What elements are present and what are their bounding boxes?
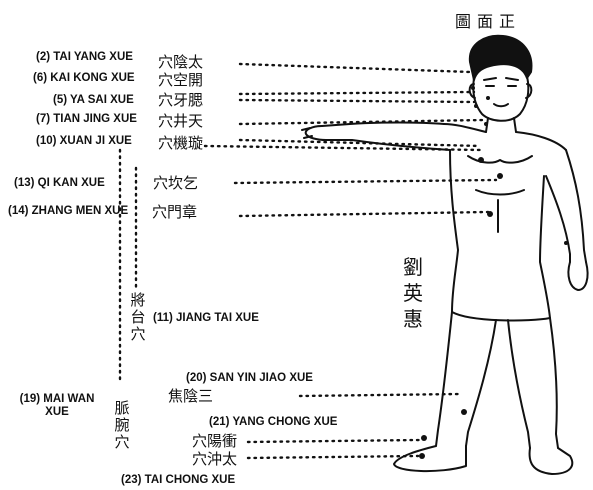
point-cjk-ya-sai: 穴牙腮 [158,91,204,109]
eyebrows [483,77,519,81]
point-cjk-zhang-men: 穴門章 [152,203,198,221]
point-label-xuan-ji: (10) XUAN JI XUE [36,135,132,147]
mouth [493,103,509,108]
arm-right-outer [565,149,587,263]
point-cjk-yang-chong: 穴陽衝 [192,432,238,450]
point-label-tai-chong: (23) TAI CHONG XUE [121,474,236,486]
hand-raised [301,125,327,141]
point-label-san-yin-jiao: (20) SAN YIN JIAO XUE [186,372,313,384]
leader-lines [118,62,498,460]
point-label-tian-jing: (7) TIAN JING XUE [36,113,137,125]
point-cjk-mai-wan: 脈腕穴 [114,399,130,451]
diagram-title: 圖面正 [455,12,522,31]
point-label-qi-kan: (13) QI KAN XUE [14,177,105,189]
arm-raised-top [321,121,445,127]
artist-signature: 劉英惠 [403,255,423,331]
arm-right-inner [545,175,571,263]
leg-right-outer [549,317,559,449]
leg-left-outer [435,311,453,447]
point-label-kai-kong: (6) KAI KONG XUE [33,72,135,84]
foot-right [528,447,574,475]
point-cjk-kai-kong: 穴空開 [158,71,204,89]
point-cjk-san-yin-jiao: 焦陰三 [168,387,214,405]
point-label-yang-chong: (21) YANG CHONG XUE [209,416,338,428]
leg-right-inner [507,319,531,449]
point-cjk-tai-yang: 穴陰太 [158,53,204,71]
shoulder-left [443,123,487,133]
point-label-tai-yang: (2) TAI YANG XUE [36,51,133,63]
abdomen [475,189,525,233]
foot-left [393,445,467,473]
leg-left-inner [465,319,497,447]
point-cjk-qi-kan: 穴坎乞 [153,174,199,192]
point-dots [419,86,568,459]
head-hair [468,34,533,81]
point-label-mai-wan: (19) MAI WAN XUE [19,393,95,418]
pelvis [451,311,551,322]
point-cjk-jiang-tai: 將台穴 [130,291,146,343]
point-label-ya-sai: (5) YA SAI XUE [53,94,134,106]
point-cjk-tai-chong: 穴沖太 [192,450,238,468]
ear-right [525,83,533,99]
head-outline [472,75,530,122]
shoulder-right [515,131,567,151]
torso-right [539,175,551,319]
hand-right [567,261,589,291]
point-label-jiang-tai: (11) JIANG TAI XUE [153,312,259,324]
point-cjk-tian-jing: 穴井天 [158,112,204,130]
chest [467,155,533,164]
point-cjk-xuan-ji: 穴機璇 [158,134,204,152]
point-label-zhang-men: (14) ZHANG MEN XUE [8,205,129,217]
ear-left [468,83,476,99]
torso-left [449,149,459,313]
